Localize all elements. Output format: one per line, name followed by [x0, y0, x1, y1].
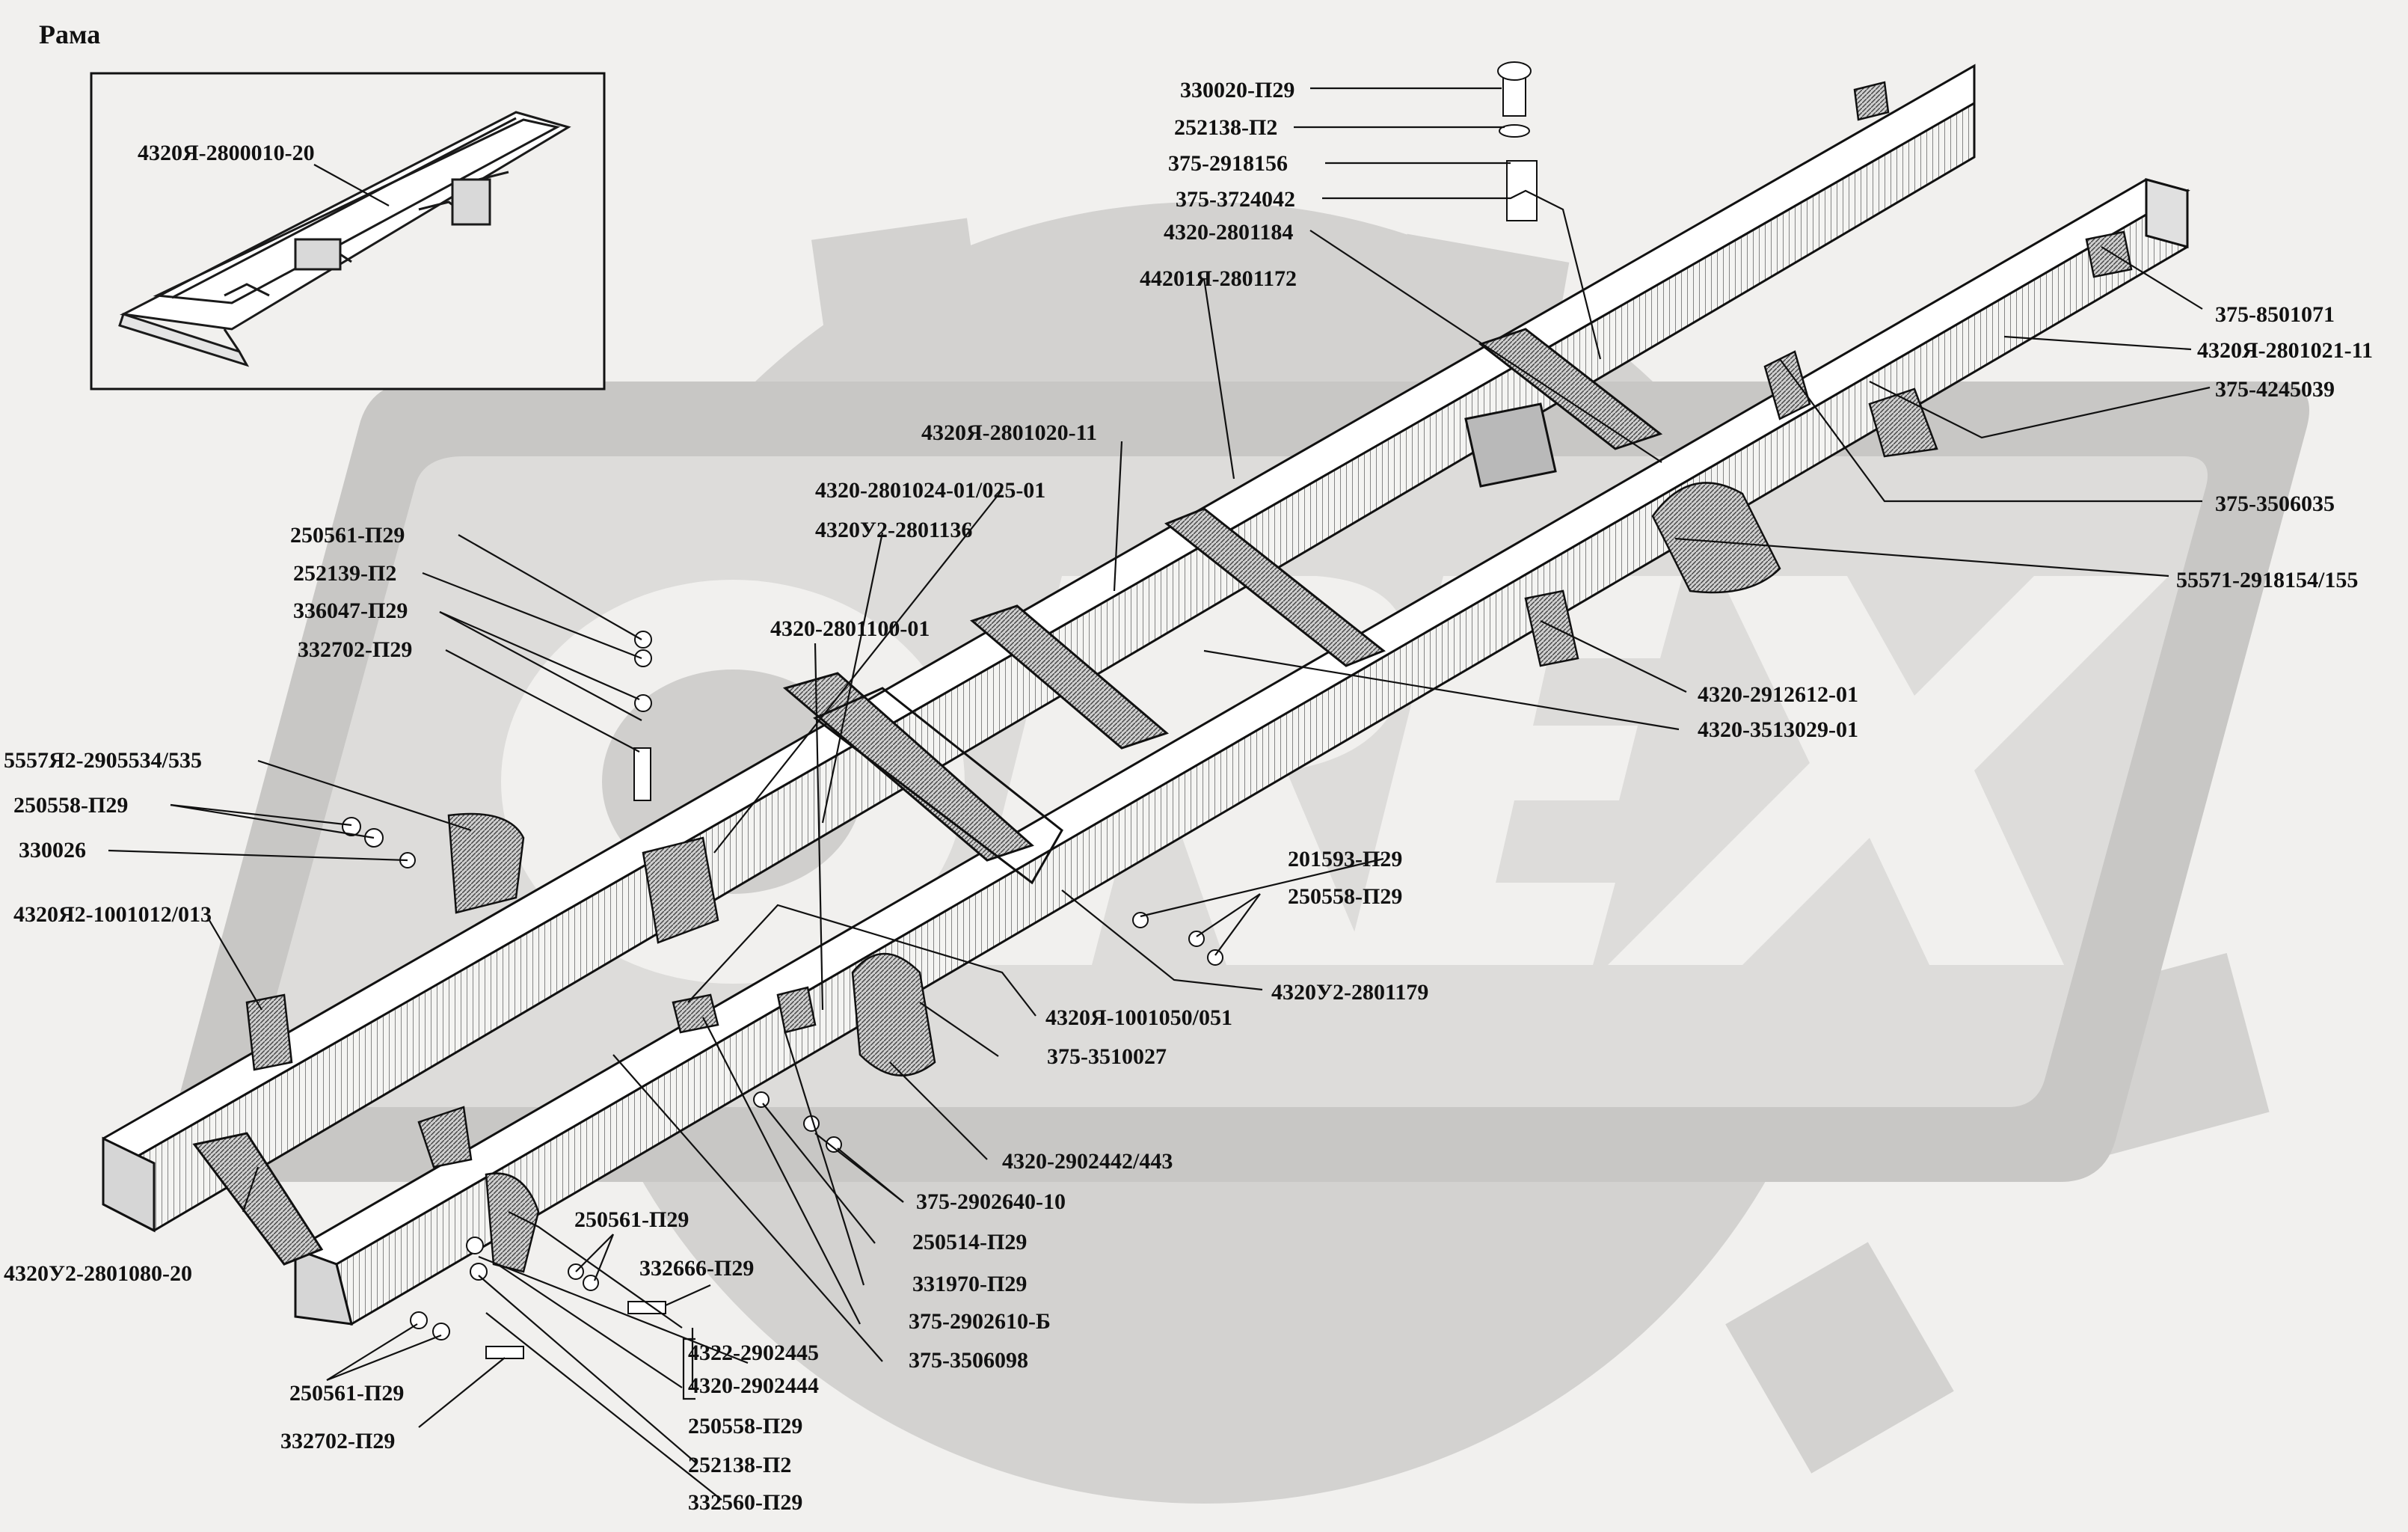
part-label: 252139-П2	[293, 561, 396, 586]
part-label: 252138-П2	[1174, 115, 1277, 140]
part-label: 4320-2801024-01/025-01	[815, 478, 1045, 503]
part-label: 375-2918156	[1168, 151, 1288, 176]
part-label: 201593-П29	[1288, 847, 1402, 871]
part-label: 330020-П29	[1180, 78, 1294, 102]
inset-overview: 4320Я-2800010-20	[90, 72, 606, 390]
part-labels: 330020-П29 252138-П2 375-2918156 375-372…	[4, 78, 2373, 1515]
part-label: 250514-П29	[912, 1230, 1027, 1254]
part-label: 4320-2902444	[688, 1373, 819, 1398]
part-label: 375-3506098	[909, 1348, 1028, 1373]
part-label: 4320-2902442/443	[1002, 1149, 1173, 1174]
part-label: 375-3724042	[1176, 187, 1295, 212]
part-label: 375-2902640-10	[916, 1189, 1066, 1214]
part-label: 4320-3513029-01	[1698, 717, 1858, 742]
part-label: 4320У2-2801080-20	[4, 1261, 192, 1286]
part-label: 4320Я-1001050/051	[1045, 1005, 1232, 1030]
part-label: 250561-П29	[289, 1381, 404, 1406]
part-label: 332666-П29	[639, 1256, 754, 1281]
part-label: 4320У2-2801179	[1271, 980, 1428, 1005]
part-label: 336047-П29	[293, 598, 408, 623]
part-label: 375-3506035	[2215, 491, 2335, 516]
part-label: 44201Я-2801172	[1140, 266, 1297, 291]
part-label: 55571-2918154/155	[2176, 568, 2358, 592]
part-label: 250558-П29	[688, 1414, 802, 1438]
part-label: 250558-П29	[13, 793, 128, 818]
part-label: 4320Я2-1001012/013	[13, 902, 212, 927]
part-label: 375-4245039	[2215, 377, 2335, 402]
part-label: 4320-2912612-01	[1698, 682, 1858, 707]
part-label: 375-8501071	[2215, 302, 2335, 327]
part-label: 250561-П29	[574, 1207, 689, 1232]
part-label: 4320-2801100-01	[770, 616, 930, 641]
part-label: 4320-2801184	[1164, 220, 1293, 245]
part-label: 332702-П29	[298, 637, 412, 662]
part-label: 4320У2-2801136	[815, 518, 972, 542]
part-label: 4320Я-2801020-11	[921, 420, 1097, 445]
part-label: 332702-П29	[280, 1429, 395, 1453]
leader-lines	[108, 87, 2211, 1501]
part-label: 331970-П29	[912, 1272, 1027, 1296]
part-label: 250558-П29	[1288, 884, 1402, 909]
part-label: 330026	[19, 838, 86, 862]
part-label: 252138-П2	[688, 1453, 791, 1477]
label-group-bracket	[682, 1338, 695, 1400]
part-label: 375-2902610-Б	[909, 1309, 1051, 1334]
inset-label: 4320Я-2800010-20	[138, 141, 315, 165]
truck-frame	[102, 61, 2190, 1359]
part-label: 5557Я2-2905534/535	[4, 748, 202, 773]
diagram-title: Рама	[39, 19, 100, 49]
part-label: 332560-П29	[688, 1490, 802, 1515]
part-label: 4322-2902445	[688, 1340, 819, 1365]
part-label: 250561-П29	[290, 523, 405, 548]
part-label: 4320Я-2801021-11	[2197, 338, 2373, 363]
inset-leader	[313, 164, 390, 206]
part-label: 375-3510027	[1047, 1044, 1167, 1069]
